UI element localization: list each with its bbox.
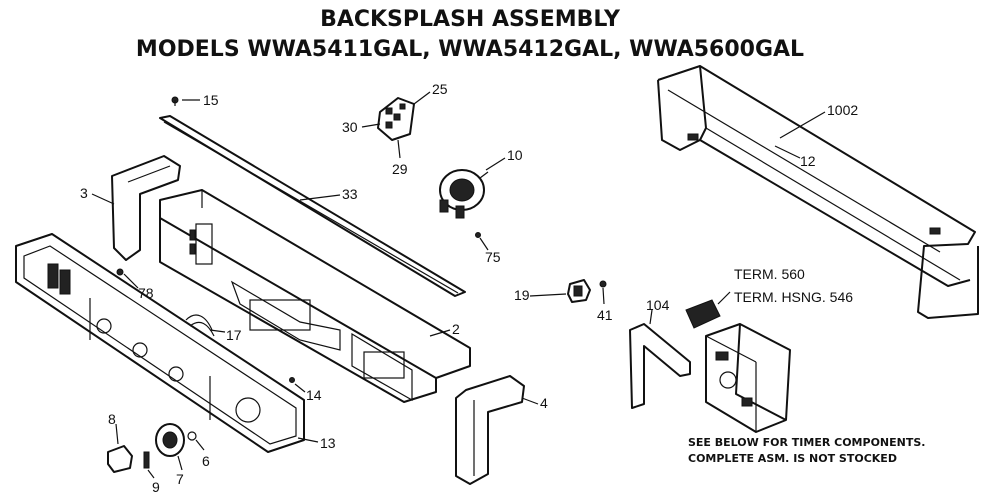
callout-10: 10 <box>507 147 523 163</box>
part-75-screw <box>475 232 481 238</box>
callout-33: 33 <box>342 186 358 202</box>
callout-13: 13 <box>320 435 336 451</box>
diagram-subtitle: MODELS WWA5411GAL, WWA5412GAL, WWA5600GA… <box>136 37 804 62</box>
part-3-bracket <box>111 155 181 261</box>
callout-14: 14 <box>306 387 322 403</box>
part-7-dial <box>155 423 185 471</box>
callout-term-560: TERM. 560 <box>734 266 805 282</box>
part-25-switch <box>377 97 415 141</box>
note-not-stocked: COMPLETE ASM. IS NOT STOCKED <box>688 452 897 465</box>
callout-2: 2 <box>452 321 460 337</box>
callout-15: 15 <box>203 92 219 108</box>
part-6-washer <box>187 431 205 451</box>
callout-7: 7 <box>176 471 184 487</box>
part-8-knob <box>107 423 133 473</box>
callout-78: 78 <box>138 285 154 301</box>
callout-4: 4 <box>540 395 548 411</box>
callout-17: 17 <box>226 327 242 343</box>
part-78-screw <box>116 268 139 289</box>
callout-term-546: TERM. HSNG. 546 <box>734 289 853 305</box>
callout-12: 12 <box>800 153 816 169</box>
callout-8: 8 <box>108 411 116 427</box>
callout-41: 41 <box>597 307 613 323</box>
part-1002-cover <box>657 65 979 319</box>
callout-19: 19 <box>514 287 530 303</box>
note-timer-components: SEE BELOW FOR TIMER COMPONENTS. <box>688 436 925 449</box>
callout-104: 104 <box>646 297 670 313</box>
callout-29: 29 <box>392 161 408 177</box>
part-10-rotary-switch <box>439 169 489 219</box>
part-104-bracket <box>629 309 691 409</box>
callout-6: 6 <box>202 453 210 469</box>
callout-1002: 1002 <box>827 102 858 118</box>
part-9-clip <box>143 451 155 479</box>
part-41-screw <box>599 280 607 305</box>
part-15-screw <box>171 96 200 106</box>
callout-75: 75 <box>485 249 501 265</box>
part-2-backsplash-body <box>159 189 471 403</box>
callout-30: 30 <box>342 119 358 135</box>
callout-3: 3 <box>80 185 88 201</box>
diagram-title: BACKSPLASH ASSEMBLY <box>320 7 621 32</box>
part-33-bar <box>159 115 466 297</box>
timer-assembly <box>705 323 791 433</box>
part-19-switch <box>529 279 591 303</box>
part-4-end-cap <box>455 375 525 485</box>
part-13-front-panel <box>15 233 305 453</box>
callout-25: 25 <box>432 81 448 97</box>
callout-9: 9 <box>152 479 160 495</box>
part-14-screw <box>289 377 295 383</box>
part-17-harness <box>185 314 215 337</box>
part-546-terminal-housing <box>685 291 731 329</box>
